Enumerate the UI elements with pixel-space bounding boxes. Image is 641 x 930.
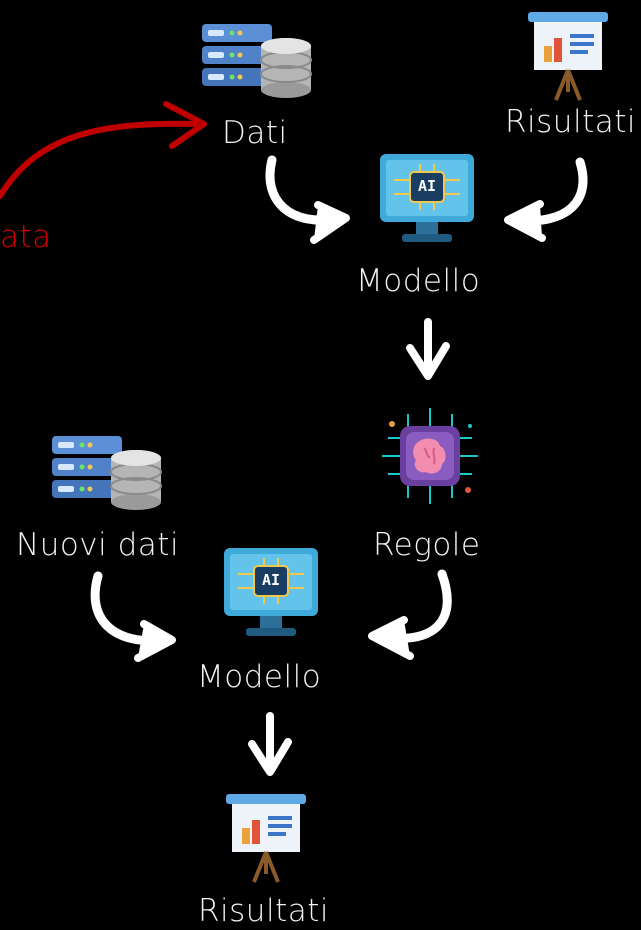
presentation-chart-icon	[528, 12, 608, 101]
dati-label: Dati	[222, 115, 288, 151]
ai-chip-text-bottom: AI	[261, 571, 281, 589]
ai-brain-chip-icon	[382, 408, 478, 504]
arrow-nuovidati-to-modello	[90, 571, 176, 662]
ai-chip-text: AI	[417, 177, 437, 195]
arrow-modello-to-regole	[406, 318, 450, 380]
arrow-dati-to-modello	[265, 155, 350, 244]
red-curved-arrow	[0, 101, 207, 199]
server-database-icon	[202, 24, 312, 98]
nuovi-dati-label: Nuovi dati	[16, 527, 180, 563]
ai-monitor-icon: AI	[372, 150, 482, 250]
ai-monitor-icon-bottom: AI	[216, 544, 326, 644]
arrow-risultati-to-modello	[504, 157, 588, 242]
server-database-icon-bottom	[52, 436, 162, 510]
risultati-bottom-label: Risultati	[198, 893, 329, 929]
arrow-regole-to-modello	[368, 569, 452, 660]
partial-red-label: ata	[0, 219, 52, 255]
risultati-top-label: Risultati	[505, 104, 636, 140]
modello-bottom-label: Modello	[197, 659, 322, 695]
arrow-modello-to-risultati	[248, 712, 292, 776]
modello-top-label: Modello	[356, 263, 481, 299]
presentation-chart-icon-bottom	[226, 794, 306, 883]
regole-label: Regole	[373, 527, 481, 563]
